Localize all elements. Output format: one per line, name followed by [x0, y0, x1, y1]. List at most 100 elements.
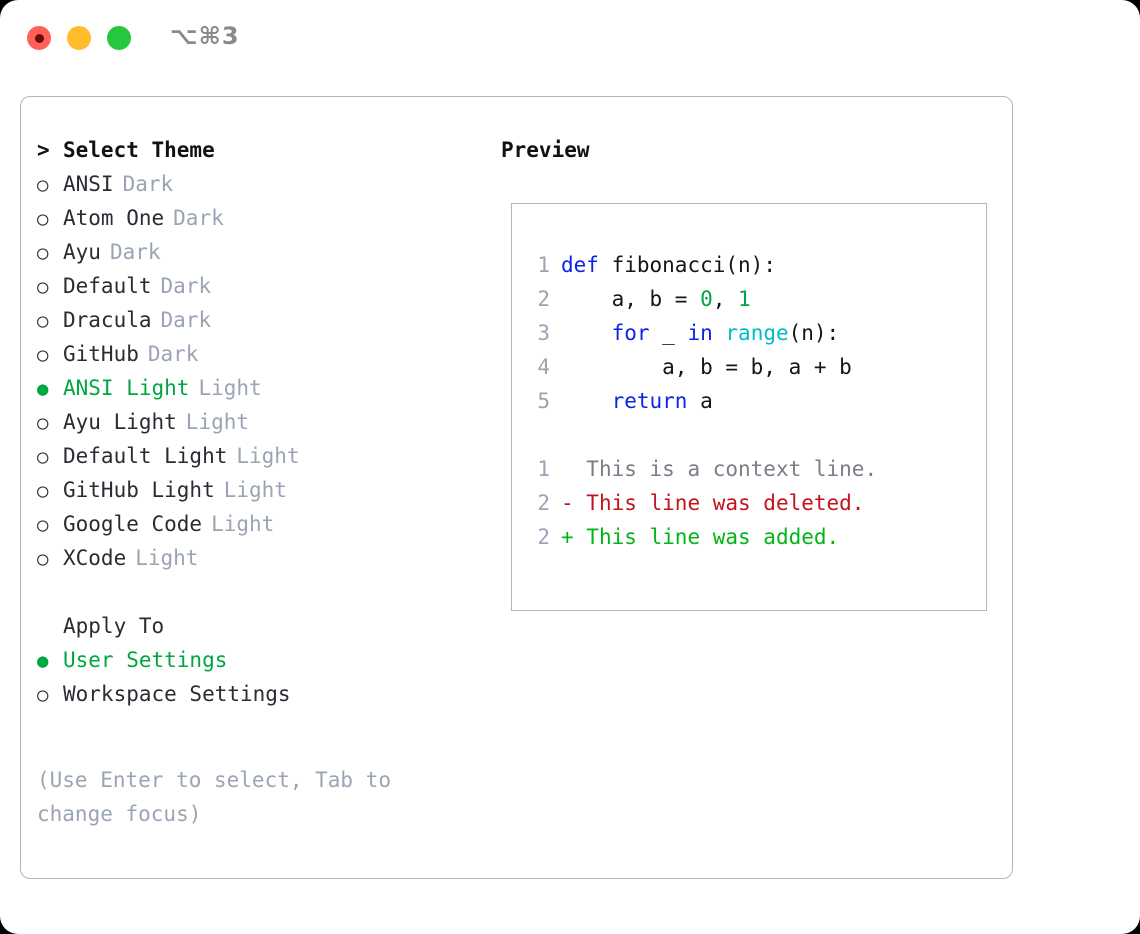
theme-item-name: Default	[63, 274, 152, 298]
theme-item-name: XCode	[63, 546, 127, 570]
theme-item-variant: Light	[236, 444, 300, 468]
code-token: a, b =	[561, 287, 701, 311]
diff-sign: +	[561, 525, 574, 549]
code-token: in	[687, 321, 713, 345]
theme-item[interactable]: ○ ANSI Dark	[37, 167, 487, 201]
theme-item-name: Google Code	[63, 512, 203, 536]
code-token: fibonacci	[611, 253, 726, 277]
radio-unselected-icon[interactable]: ○	[37, 446, 49, 468]
theme-item[interactable]: ○ Google Code Light	[37, 507, 487, 541]
diff-line: 2 + This line was added.	[526, 520, 980, 554]
diff-line-number: 2	[537, 491, 550, 515]
theme-item-variant: Light	[223, 478, 287, 502]
code-token	[561, 389, 612, 413]
theme-item-variant: Dark	[109, 240, 161, 264]
minimize-button[interactable]	[67, 26, 91, 50]
code-token: 1	[738, 287, 751, 311]
theme-item-name: Default Light	[63, 444, 228, 468]
theme-item-variant: Light	[211, 512, 275, 536]
theme-item-name: ANSI	[63, 172, 114, 196]
apply-to-item[interactable]: ○Workspace Settings	[37, 677, 487, 711]
radio-unselected-icon[interactable]: ○	[37, 514, 49, 536]
theme-item-name: Ayu	[63, 240, 101, 264]
radio-unselected-icon[interactable]: ○	[37, 174, 49, 196]
code-token: range	[725, 321, 789, 345]
radio-unselected-icon[interactable]: ○	[37, 242, 49, 264]
diff-line-text: + This line was added.	[561, 525, 839, 549]
code-token	[561, 321, 612, 345]
diff-line-text: - This line was deleted.	[561, 491, 864, 515]
diff-line: 2 - This line was deleted.	[526, 486, 980, 520]
code-token	[599, 253, 612, 277]
list-gap	[37, 575, 487, 609]
line-number: 1	[537, 253, 550, 277]
code-line: 2 a, b = 0, 1	[526, 282, 980, 316]
code-token: return	[611, 389, 688, 413]
theme-item-variant: Light	[198, 376, 262, 400]
radio-selected-icon[interactable]: ●	[37, 378, 49, 400]
diff-text: This line was deleted.	[573, 491, 865, 515]
recording-dot-icon	[34, 33, 44, 43]
theme-item-name: Ayu Light	[63, 410, 177, 434]
apply-to-list: ●User Settings○Workspace Settings	[37, 643, 487, 711]
diff-line-text: This is a context line.	[561, 457, 877, 481]
diff-line-number: 2	[537, 525, 550, 549]
radio-unselected-icon[interactable]: ○	[37, 480, 49, 502]
theme-item[interactable]: ● ANSI Light Light	[37, 371, 487, 405]
caret-icon: >	[37, 138, 50, 162]
diff-line: 1 This is a context line.	[526, 452, 980, 486]
theme-item[interactable]: ○ Ayu Dark	[37, 235, 487, 269]
theme-item-name: Dracula	[63, 308, 152, 332]
radio-unselected-icon[interactable]: ○	[37, 344, 49, 366]
code-token: for	[611, 321, 650, 345]
theme-item[interactable]: ○ Default Light Light	[37, 439, 487, 473]
code-token: def	[561, 253, 599, 277]
keyboard-shortcut-label: ⌥⌘3	[170, 22, 240, 50]
diff-sample: 1 This is a context line. 2 - This line wa…	[526, 452, 980, 554]
theme-item-variant: Dark	[122, 172, 174, 196]
theme-item-variant: Dark	[147, 342, 199, 366]
code-token: ,	[712, 287, 739, 311]
diff-text: This is a context line.	[573, 457, 878, 481]
theme-item-variant: Light	[135, 546, 199, 570]
line-number: 3	[537, 321, 550, 345]
apply-to-item[interactable]: ●User Settings	[37, 643, 487, 677]
theme-item[interactable]: ○ GitHub Light Light	[37, 473, 487, 507]
line-number: 2	[537, 287, 550, 311]
theme-item-name: ANSI Light	[63, 376, 190, 400]
theme-item[interactable]: ○ XCode Light	[37, 541, 487, 575]
code-line: 4 a, b = b, a + b	[526, 350, 980, 384]
select-theme-heading-label: Select Theme	[63, 138, 215, 162]
radio-unselected-icon[interactable]: ○	[37, 208, 49, 230]
theme-item-name: Atom One	[63, 206, 165, 230]
radio-unselected-icon[interactable]: ○	[37, 310, 49, 332]
radio-unselected-icon[interactable]: ○	[37, 684, 49, 706]
code-line: 3 for _ in range(n):	[526, 316, 980, 350]
maximize-button[interactable]	[107, 26, 131, 50]
code-token: a	[687, 389, 713, 413]
theme-item-variant: Dark	[160, 308, 212, 332]
theme-item[interactable]: ○ Dracula Dark	[37, 303, 487, 337]
close-button[interactable]	[27, 26, 51, 50]
radio-selected-icon[interactable]: ●	[37, 650, 49, 672]
diff-text: This line was added.	[573, 525, 840, 549]
radio-unselected-icon[interactable]: ○	[37, 276, 49, 298]
code-token: a, b = b, a + b	[561, 355, 852, 379]
keyboard-hint: (Use Enter to select, Tab to change focu…	[37, 768, 392, 826]
line-number: 4	[537, 355, 550, 379]
radio-unselected-icon[interactable]: ○	[37, 548, 49, 570]
theme-item-name: GitHub Light	[63, 478, 215, 502]
radio-unselected-icon[interactable]: ○	[37, 412, 49, 434]
